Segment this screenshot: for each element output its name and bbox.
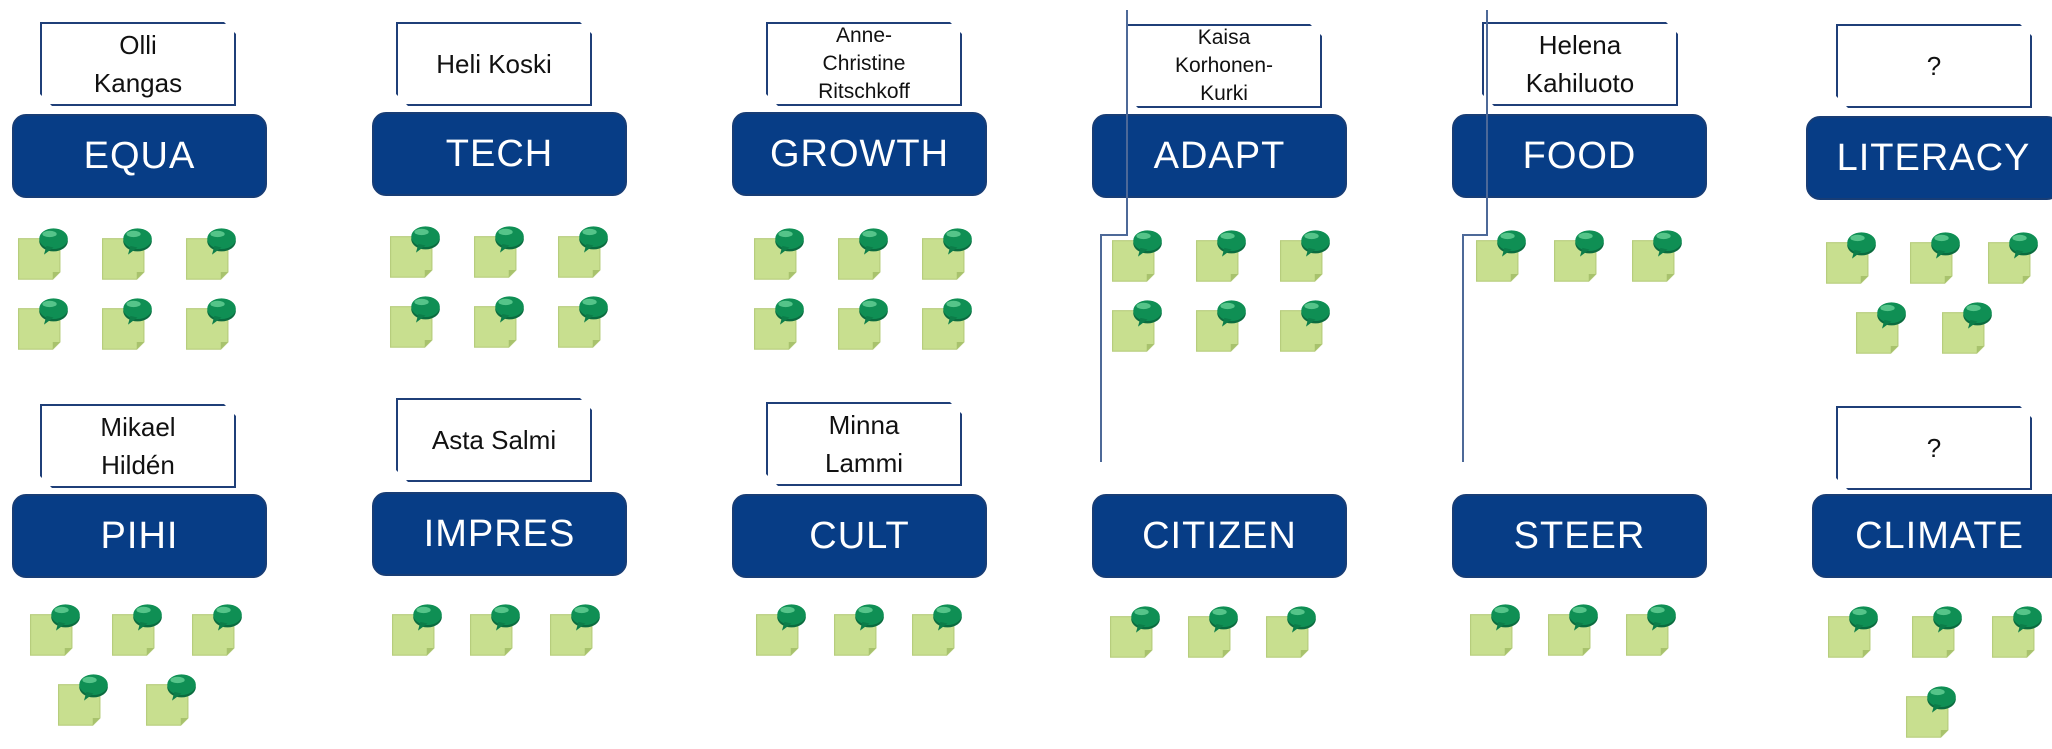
lead-name-card: Anne- Christine Ritschkoff (766, 22, 962, 106)
lead-name-card: Helena Kahiluoto (1482, 22, 1678, 106)
lead-name-card: ? (1836, 24, 2032, 108)
sticky-note-with-comment-icon (833, 604, 884, 656)
workstream-box: CLIMATE (1812, 494, 2052, 578)
workstream-box: CITIZEN (1092, 494, 1347, 578)
sticky-note-with-comment-icon (549, 604, 600, 656)
workstream-box: ADAPT (1092, 114, 1347, 198)
sticky-note-with-comment-icon (753, 228, 804, 280)
workstream-box: LITERACY (1806, 116, 2052, 200)
sticky-note-with-comment-icon (145, 674, 196, 726)
sticky-note-with-comment-icon (1475, 230, 1526, 282)
sticky-note-with-comment-icon (1469, 604, 1520, 656)
sticky-note-with-comment-icon (1909, 232, 1960, 284)
sticky-note-with-comment-icon (1941, 302, 1992, 354)
lead-name-card: Olli Kangas (40, 22, 236, 106)
sticky-note-with-comment-icon (17, 228, 68, 280)
sticky-note-with-comment-icon (1911, 606, 1962, 658)
sticky-note-with-comment-icon (389, 226, 440, 278)
sticky-note-with-comment-icon (185, 228, 236, 280)
sticky-note-with-comment-icon (57, 674, 108, 726)
workstream-box: STEER (1452, 494, 1707, 578)
sticky-note-with-comment-icon (1825, 232, 1876, 284)
lead-name-card: Heli Koski (396, 22, 592, 106)
sticky-note-with-comment-icon (111, 604, 162, 656)
sticky-note-with-comment-icon (1111, 300, 1162, 352)
lead-name-card: Asta Salmi (396, 398, 592, 482)
lead-name-card: Kaisa Korhonen- Kurki (1126, 24, 1322, 108)
sticky-note-with-comment-icon (101, 228, 152, 280)
sticky-note-with-comment-icon (473, 296, 524, 348)
sticky-note-with-comment-icon (185, 298, 236, 350)
sticky-note-with-comment-icon (837, 228, 888, 280)
sticky-note-with-comment-icon (753, 298, 804, 350)
workstream-box: PIHI (12, 494, 267, 578)
connector-line (1486, 10, 1488, 236)
sticky-note-with-comment-icon (921, 228, 972, 280)
sticky-note-with-comment-icon (1987, 232, 2038, 284)
workstream-box: CULT (732, 494, 987, 578)
lead-name-card: Minna Lammi (766, 402, 962, 486)
sticky-note-with-comment-icon (191, 604, 242, 656)
sticky-note-with-comment-icon (837, 298, 888, 350)
sticky-note-with-comment-icon (1279, 230, 1330, 282)
sticky-note-with-comment-icon (921, 298, 972, 350)
workstream-box: EQUA (12, 114, 267, 198)
sticky-note-with-comment-icon (1855, 302, 1906, 354)
connector-line (1126, 10, 1128, 236)
connector-line (1462, 234, 1488, 236)
sticky-note-with-comment-icon (911, 604, 962, 656)
sticky-note-with-comment-icon (557, 296, 608, 348)
sticky-note-with-comment-icon (17, 298, 68, 350)
workstream-box: FOOD (1452, 114, 1707, 198)
sticky-note-with-comment-icon (1625, 604, 1676, 656)
sticky-note-with-comment-icon (389, 296, 440, 348)
sticky-note-with-comment-icon (1631, 230, 1682, 282)
sticky-note-with-comment-icon (1195, 300, 1246, 352)
sticky-note-with-comment-icon (755, 604, 806, 656)
sticky-note-with-comment-icon (1195, 230, 1246, 282)
sticky-note-with-comment-icon (1547, 604, 1598, 656)
lead-name-card: ? (1836, 406, 2032, 490)
sticky-note-with-comment-icon (557, 226, 608, 278)
sticky-note-with-comment-icon (1111, 230, 1162, 282)
sticky-note-with-comment-icon (1187, 606, 1238, 658)
sticky-note-with-comment-icon (473, 226, 524, 278)
lead-name-card: Mikael Hildén (40, 404, 236, 488)
sticky-note-with-comment-icon (1265, 606, 1316, 658)
sticky-note-with-comment-icon (101, 298, 152, 350)
sticky-note-with-comment-icon (391, 604, 442, 656)
sticky-note-with-comment-icon (1109, 606, 1160, 658)
workstream-box: GROWTH (732, 112, 987, 196)
connector-line (1462, 234, 1464, 462)
connector-line (1100, 234, 1102, 462)
sticky-note-with-comment-icon (1279, 300, 1330, 352)
connector-line (1100, 234, 1128, 236)
sticky-note-with-comment-icon (1827, 606, 1878, 658)
sticky-note-with-comment-icon (469, 604, 520, 656)
workstream-box: IMPRES (372, 492, 627, 576)
sticky-note-with-comment-icon (29, 604, 80, 656)
sticky-note-with-comment-icon (1553, 230, 1604, 282)
sticky-note-with-comment-icon (1991, 606, 2042, 658)
sticky-note-with-comment-icon (1905, 686, 1956, 738)
workstream-box: TECH (372, 112, 627, 196)
